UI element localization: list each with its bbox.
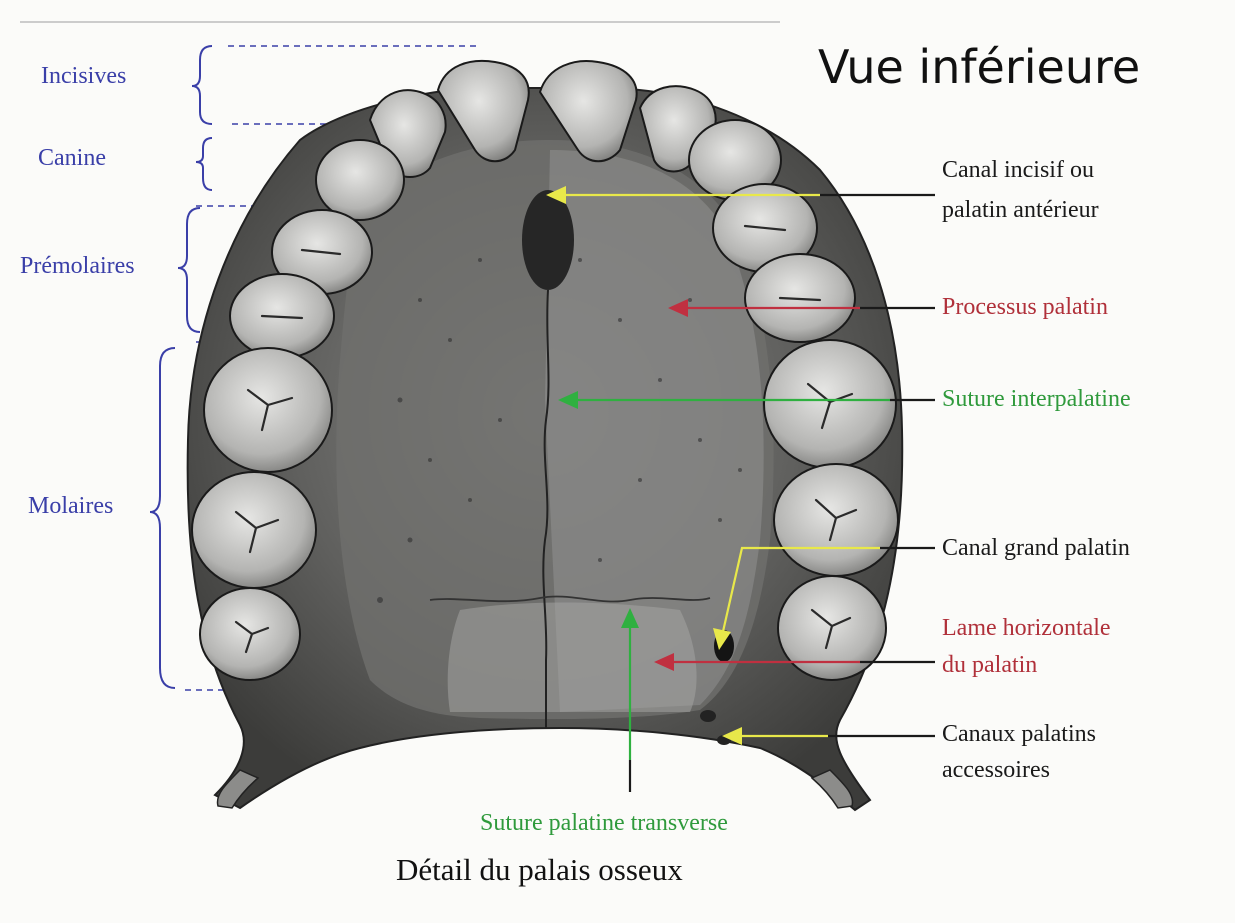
page-title: Vue inférieure — [818, 40, 1141, 94]
label-premolaires: Prémolaires — [20, 253, 135, 279]
brace-incisives — [191, 45, 213, 125]
tooth-central-incisor-left — [436, 60, 530, 163]
label-lame-horizontale-1: Lame horizontale — [942, 615, 1111, 641]
arrow-head-canal-incisif — [546, 186, 566, 204]
brace-molaires — [149, 347, 176, 689]
leader-lines — [560, 193, 935, 792]
arrow-head-canal-grand — [713, 628, 731, 650]
tooth-molar-left-3 — [199, 587, 301, 681]
arrow-head-canaux — [722, 727, 742, 745]
tooth-central-incisor-right — [538, 60, 638, 163]
tooth-group-braces — [149, 45, 213, 689]
label-canal-incisif-1: Canal incisif ou — [942, 157, 1094, 183]
figure-caption: Détail du palais osseux — [396, 852, 683, 887]
label-canaux-accessoires-1: Canaux palatins — [942, 721, 1096, 747]
label-incisives: Incisives — [41, 63, 127, 89]
tooth-molar-left-2 — [191, 471, 317, 589]
label-canal-incisif-2: palatin antérieur — [942, 197, 1099, 223]
brace-canine — [195, 137, 213, 191]
arrow-head-lame — [654, 653, 674, 671]
label-molaires: Molaires — [28, 493, 114, 519]
median-suture — [542, 289, 550, 728]
label-canaux-accessoires-2: accessoires — [942, 757, 1050, 783]
brace-premolaires — [177, 207, 201, 333]
label-suture-transverse: Suture palatine transverse — [480, 810, 728, 836]
label-suture-interpalatine: Suture interpalatine — [942, 386, 1131, 412]
incisive-canal — [522, 190, 574, 290]
arrow-head-processus — [668, 299, 688, 317]
arrow-head-suture-transverse — [621, 608, 639, 628]
arrow-heads — [546, 186, 742, 745]
transverse-suture — [429, 595, 711, 603]
arrow-head-suture-interpalatine — [558, 391, 578, 409]
tooth-molar-left-1 — [203, 347, 333, 473]
label-canine: Canine — [38, 145, 106, 171]
label-canal-grand-palatin: Canal grand palatin — [942, 535, 1130, 561]
label-processus-palatin: Processus palatin — [942, 294, 1108, 320]
accessory-foramen — [700, 710, 716, 722]
label-lame-horizontale-2: du palatin — [942, 652, 1038, 678]
tooth-canine-left — [315, 139, 405, 221]
